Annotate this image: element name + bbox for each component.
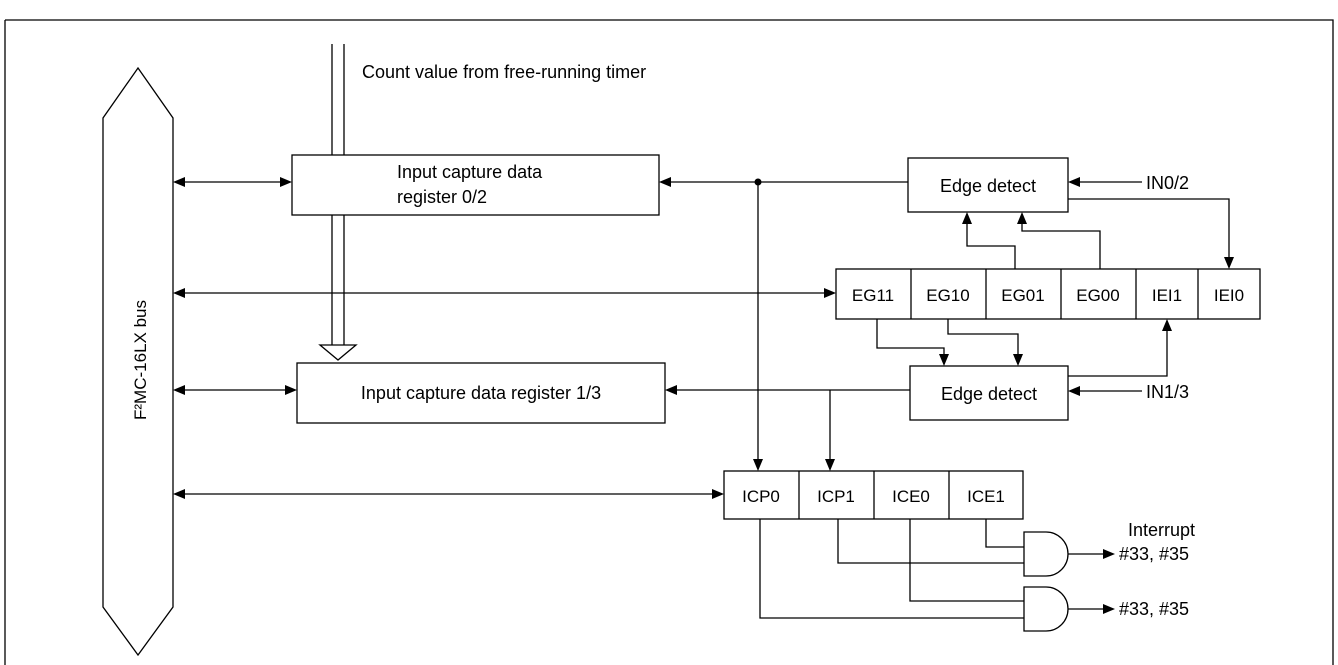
capture-register-02: Input capture data register 0/2	[291, 154, 660, 216]
capture-register-02-line2: register 0/2	[397, 187, 487, 207]
ics-bit-eg01: EG01	[1001, 286, 1044, 305]
interrupt-label: Interrupt	[1128, 520, 1195, 540]
interrupt-vector-2: #33, #35	[1119, 599, 1189, 619]
count-source-label: Count value from free-running timer	[362, 62, 646, 82]
icp-bit-icp0: ICP0	[742, 487, 780, 506]
bus-arrows	[173, 177, 836, 499]
gate-outputs	[1068, 549, 1115, 614]
edge-top-output	[659, 177, 908, 471]
in13-label: IN1/3	[1146, 382, 1189, 402]
eg-control-bottom	[876, 319, 1023, 366]
ics-bit-eg00: EG00	[1076, 286, 1119, 305]
edge-top-to-iei0	[1068, 198, 1234, 269]
icp-bit-ice0: ICE0	[892, 487, 930, 506]
edge-detect-top-label: Edge detect	[940, 176, 1036, 196]
and-gate-1	[1023, 531, 1069, 577]
edge-bottom-to-iei1	[1068, 319, 1172, 377]
in02-label: IN0/2	[1146, 173, 1189, 193]
capture-register-02-line1: Input capture data	[397, 162, 543, 182]
in13-input: IN1/3	[1068, 382, 1189, 402]
ics-bit-eg11: EG11	[852, 286, 894, 305]
icp-register: ICP0 ICP1 ICE0 ICE1	[723, 470, 1024, 520]
edge-detect-bottom-label: Edge detect	[941, 384, 1037, 404]
bus: F²MC-16LX bus	[102, 66, 174, 657]
interrupt-vector-1: #33, #35	[1119, 544, 1189, 564]
edge-detect-bottom: Edge detect	[909, 365, 1069, 421]
and-gate-2	[1023, 586, 1069, 632]
diagram-frame	[4, 19, 1334, 665]
ics-bit-iei0: IEI0	[1214, 286, 1244, 305]
capture-register-13: Input capture data register 1/3	[296, 362, 666, 424]
edge-detect-top: Edge detect	[907, 157, 1069, 213]
eg-control-top	[962, 212, 1101, 269]
icp-bit-ice1: ICE1	[967, 487, 1005, 506]
capture-register-13-label: Input capture data register 1/3	[361, 383, 601, 403]
edge-bottom-output	[665, 385, 910, 471]
ics-register: EG11 EG10 EG01 EG00 IEI1 IEI0	[835, 268, 1261, 320]
icp-bit-icp1: ICP1	[817, 487, 855, 506]
ics-bit-iei1: IEI1	[1152, 286, 1182, 305]
ics-bit-eg10: EG10	[926, 286, 969, 305]
gate-inputs	[759, 519, 1024, 619]
bus-label: F²MC-16LX bus	[131, 300, 150, 420]
in02-input: IN0/2	[1068, 173, 1189, 193]
